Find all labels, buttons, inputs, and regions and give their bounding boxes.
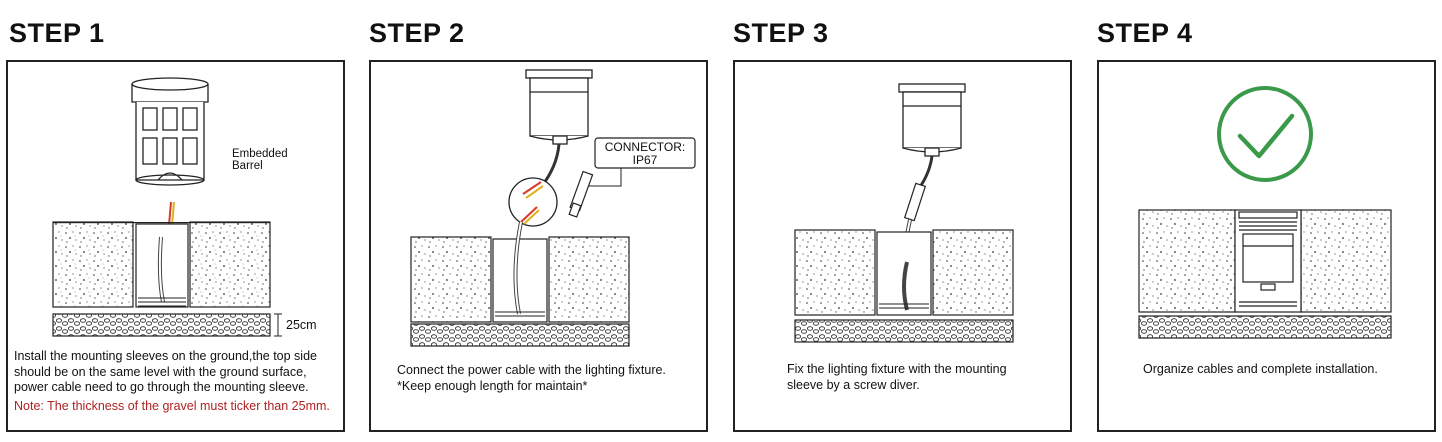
- step-4-caption: Organize cables and complete installatio…: [1143, 362, 1413, 378]
- step-3-caption: Fix the lighting fixture with the mounti…: [787, 362, 1047, 393]
- depth-label: 25cm: [286, 318, 317, 332]
- embedded-barrel-drawing: [131, 77, 209, 186]
- step-2-illustration: [410, 69, 696, 347]
- step-4-panel: Organize cables and complete installatio…: [1097, 60, 1436, 432]
- step-1-illustration: [52, 77, 282, 337]
- light-fixture-drawing: [525, 69, 593, 145]
- step-2-caption: Connect the power cable with the lightin…: [397, 363, 697, 394]
- step-3-illustration: [794, 83, 1014, 343]
- caption-line: Connect the power cable with the lightin…: [397, 363, 666, 377]
- step-1-caption: Install the mounting sleeves on the grou…: [14, 349, 344, 414]
- checkmark-icon: [1217, 86, 1313, 182]
- step-3-panel: Fix the lighting fixture with the mounti…: [733, 60, 1072, 432]
- step-2-panel: CONNECTOR: IP67 Connect the power cable …: [369, 60, 708, 432]
- gravel-note: Note: The thickness of the gravel must t…: [14, 398, 330, 413]
- connector-label: CONNECTOR:: [604, 140, 686, 154]
- connector-drawing: [568, 170, 594, 218]
- connector-callout: CONNECTOR: IP67: [595, 141, 695, 167]
- step-4-illustration: [1138, 86, 1392, 339]
- installed-fixture-drawing: [1234, 209, 1302, 313]
- step-3-title: STEP 3: [733, 18, 829, 48]
- caption-line: sleeve by a screw diver.: [787, 377, 920, 392]
- connector-drawing: [903, 182, 927, 222]
- step-1-title: STEP 1: [9, 18, 105, 48]
- caption-line: Install the mounting sleeves on the grou…: [14, 349, 317, 363]
- caption-line: *Keep enough length for maintain*: [397, 378, 588, 393]
- caption-line: Fix the lighting fixture with the mounti…: [787, 362, 1007, 376]
- caption-line: Organize cables and complete installatio…: [1143, 362, 1378, 376]
- step-1-panel: Embedded Barrel 25cm Install the mountin…: [6, 60, 345, 432]
- caption-line: should be on the same level with the gro…: [14, 364, 307, 379]
- caption-line: power cable need to go through the mount…: [14, 380, 309, 394]
- barrel-label: Embedded Barrel: [232, 148, 288, 172]
- step-2-title: STEP 2: [369, 18, 465, 48]
- step-4-title: STEP 4: [1097, 18, 1193, 48]
- light-fixture-drawing: [898, 83, 966, 157]
- connector-rating: IP67: [632, 153, 658, 167]
